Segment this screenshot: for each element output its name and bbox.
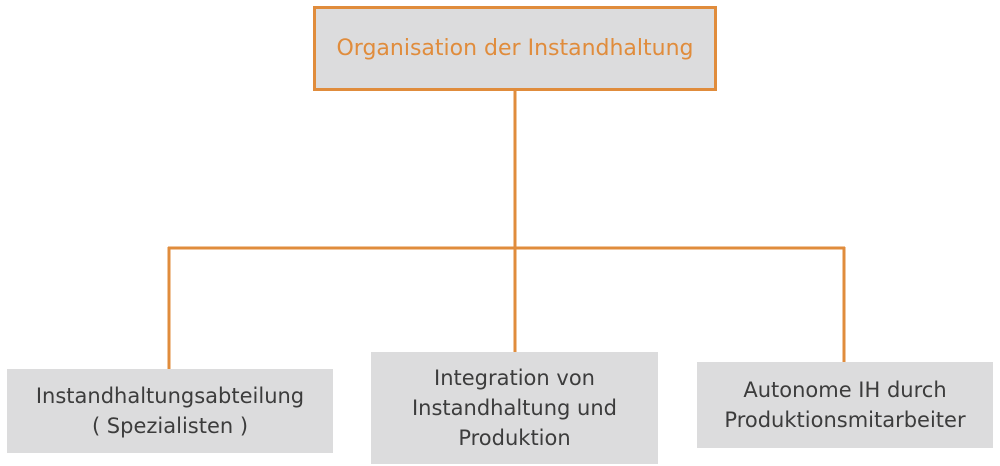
child-node-label-line: Produktionsmitarbeiter (724, 408, 966, 432)
child-node-label-line: Instandhaltungsabteilung (35, 384, 305, 408)
child-node-label-line: ( Spezialisten ) (91, 414, 249, 438)
child-node-label-line: Produktion (458, 426, 571, 450)
child-node-label-line: Integration von (434, 366, 595, 390)
child-node-label-line: Autonome IH durch (743, 378, 947, 402)
child-node-autonomous-maintenance: Autonome IH durch Produktionsmitarbeiter (697, 362, 993, 448)
root-node-label: Organisation der Instandhaltung (336, 35, 694, 61)
child-node-specialist-department: Instandhaltungsabteilung ( Spezialisten … (7, 369, 333, 453)
root-node: Organisation der Instandhaltung (313, 6, 717, 91)
child-node-label-line: Instandhaltung und (411, 396, 617, 420)
child-node-integration: Integration von Instandhaltung und Produ… (371, 352, 658, 464)
